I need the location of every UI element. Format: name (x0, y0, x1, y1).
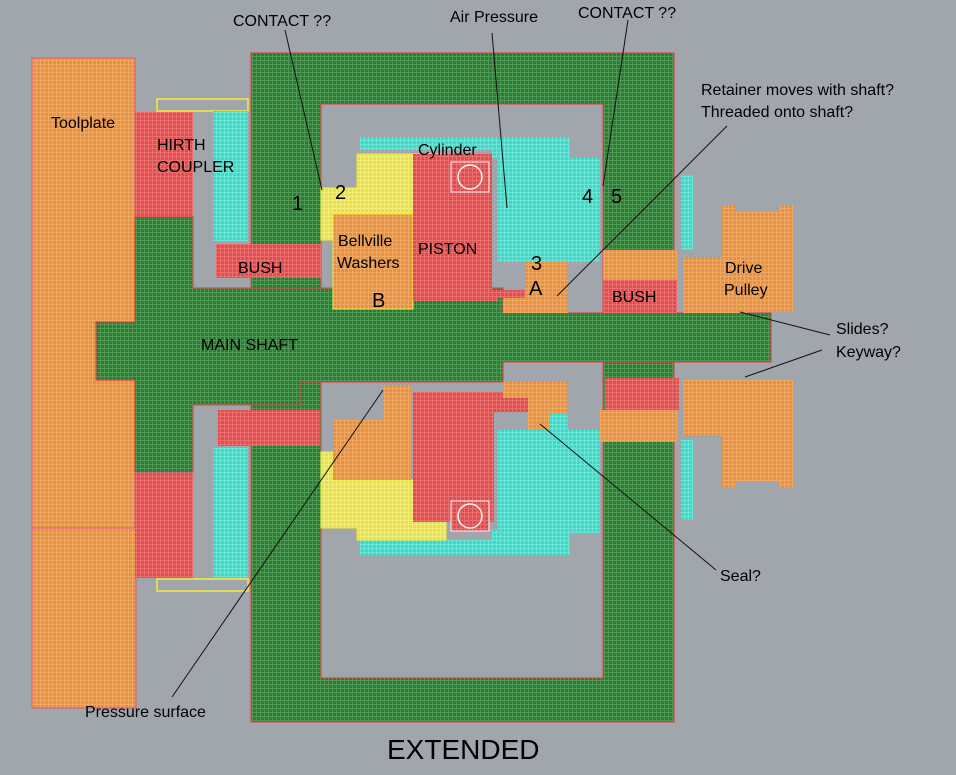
retainer-label-line1: Retainer moves with shaft? (701, 82, 894, 99)
piston-seal-bottom (450, 500, 490, 532)
retainer-top (503, 262, 568, 313)
bellville-label-line1: Bellville (338, 233, 392, 250)
housing-left-upper (251, 53, 321, 246)
piston-bottom (413, 392, 540, 522)
contact-point-1: 1 (292, 193, 303, 215)
cylinder-fin-bottom (681, 440, 693, 520)
retainer-label-line2: Threaded onto shaft? (701, 104, 853, 121)
hirth-label-line1: HIRTH (157, 137, 206, 154)
seal-label: Seal? (720, 568, 761, 585)
pressure-surface-label: Pressure surface (85, 704, 206, 721)
hirth-label-line2: COUPLER (157, 159, 234, 176)
drive-pulley-top (683, 205, 793, 313)
slides-label: Slides? (836, 321, 889, 338)
cylinder-bottom (360, 414, 600, 555)
drive-pulley-label-line2: Pulley (724, 282, 768, 299)
drive-pulley-bottom (683, 380, 793, 488)
hirth-outline-bottom (156, 578, 249, 592)
leader-lines (171, 19, 831, 698)
contact-left-label: CONTACT ?? (233, 13, 331, 30)
extended-caption: EXTENDED (387, 734, 539, 765)
bush-left-top (216, 244, 321, 278)
bush-right-top (603, 280, 677, 313)
housing-right-lower (603, 443, 674, 722)
bush-right-bottom-orange (600, 410, 677, 442)
bush-right-label: BUSH (612, 289, 656, 306)
hirth-outline-top (156, 98, 249, 112)
contact-point-2: 2 (335, 182, 346, 204)
piston-oring-bottom (457, 503, 483, 529)
bush-right-top-orange (603, 250, 677, 280)
hirth-coupler-top (135, 112, 193, 217)
main-shaft (95, 216, 772, 473)
contact-point-3: 3 (531, 253, 542, 275)
hirth-cyan-top (213, 111, 248, 241)
bellville-washers-top (332, 213, 414, 310)
bellville-label-line2: Washers (337, 255, 400, 272)
air-pressure-label: Air Pressure (450, 9, 538, 26)
piston-oring-top (457, 164, 483, 190)
drive-pulley-label-line1: Drive (725, 260, 762, 277)
hirth-coupler-bottom (135, 473, 193, 578)
contact-point-5: 5 (611, 186, 622, 208)
retainer-bottom (503, 382, 568, 430)
bush-left-bottom (218, 410, 320, 446)
piston-seal-top (450, 161, 490, 193)
piston-top (413, 154, 548, 301)
main-shaft-label: MAIN SHAFT (201, 337, 298, 354)
toolplate-lower (31, 527, 137, 709)
toolplate-label: Toolplate (51, 115, 115, 132)
cylinder-fin-top (681, 175, 693, 250)
housing-left-lower (251, 443, 321, 722)
point-b-label: B (372, 290, 385, 312)
keyway-label: Keyway? (836, 344, 901, 361)
bellville-washers-bottom (333, 385, 411, 480)
cylinder-top (360, 137, 600, 278)
contact-right-label: CONTACT ?? (578, 5, 676, 22)
hirth-cyan-bottom (213, 448, 248, 578)
cylinder-label: Cylinder (418, 142, 477, 159)
bush-right-bottom (605, 378, 679, 410)
bush-left-label: BUSH (238, 260, 282, 277)
point-a-label: A (529, 278, 543, 300)
piston-label: PISTON (418, 241, 477, 258)
housing-right-upper (603, 53, 674, 251)
contact-point-4: 4 (582, 186, 593, 208)
